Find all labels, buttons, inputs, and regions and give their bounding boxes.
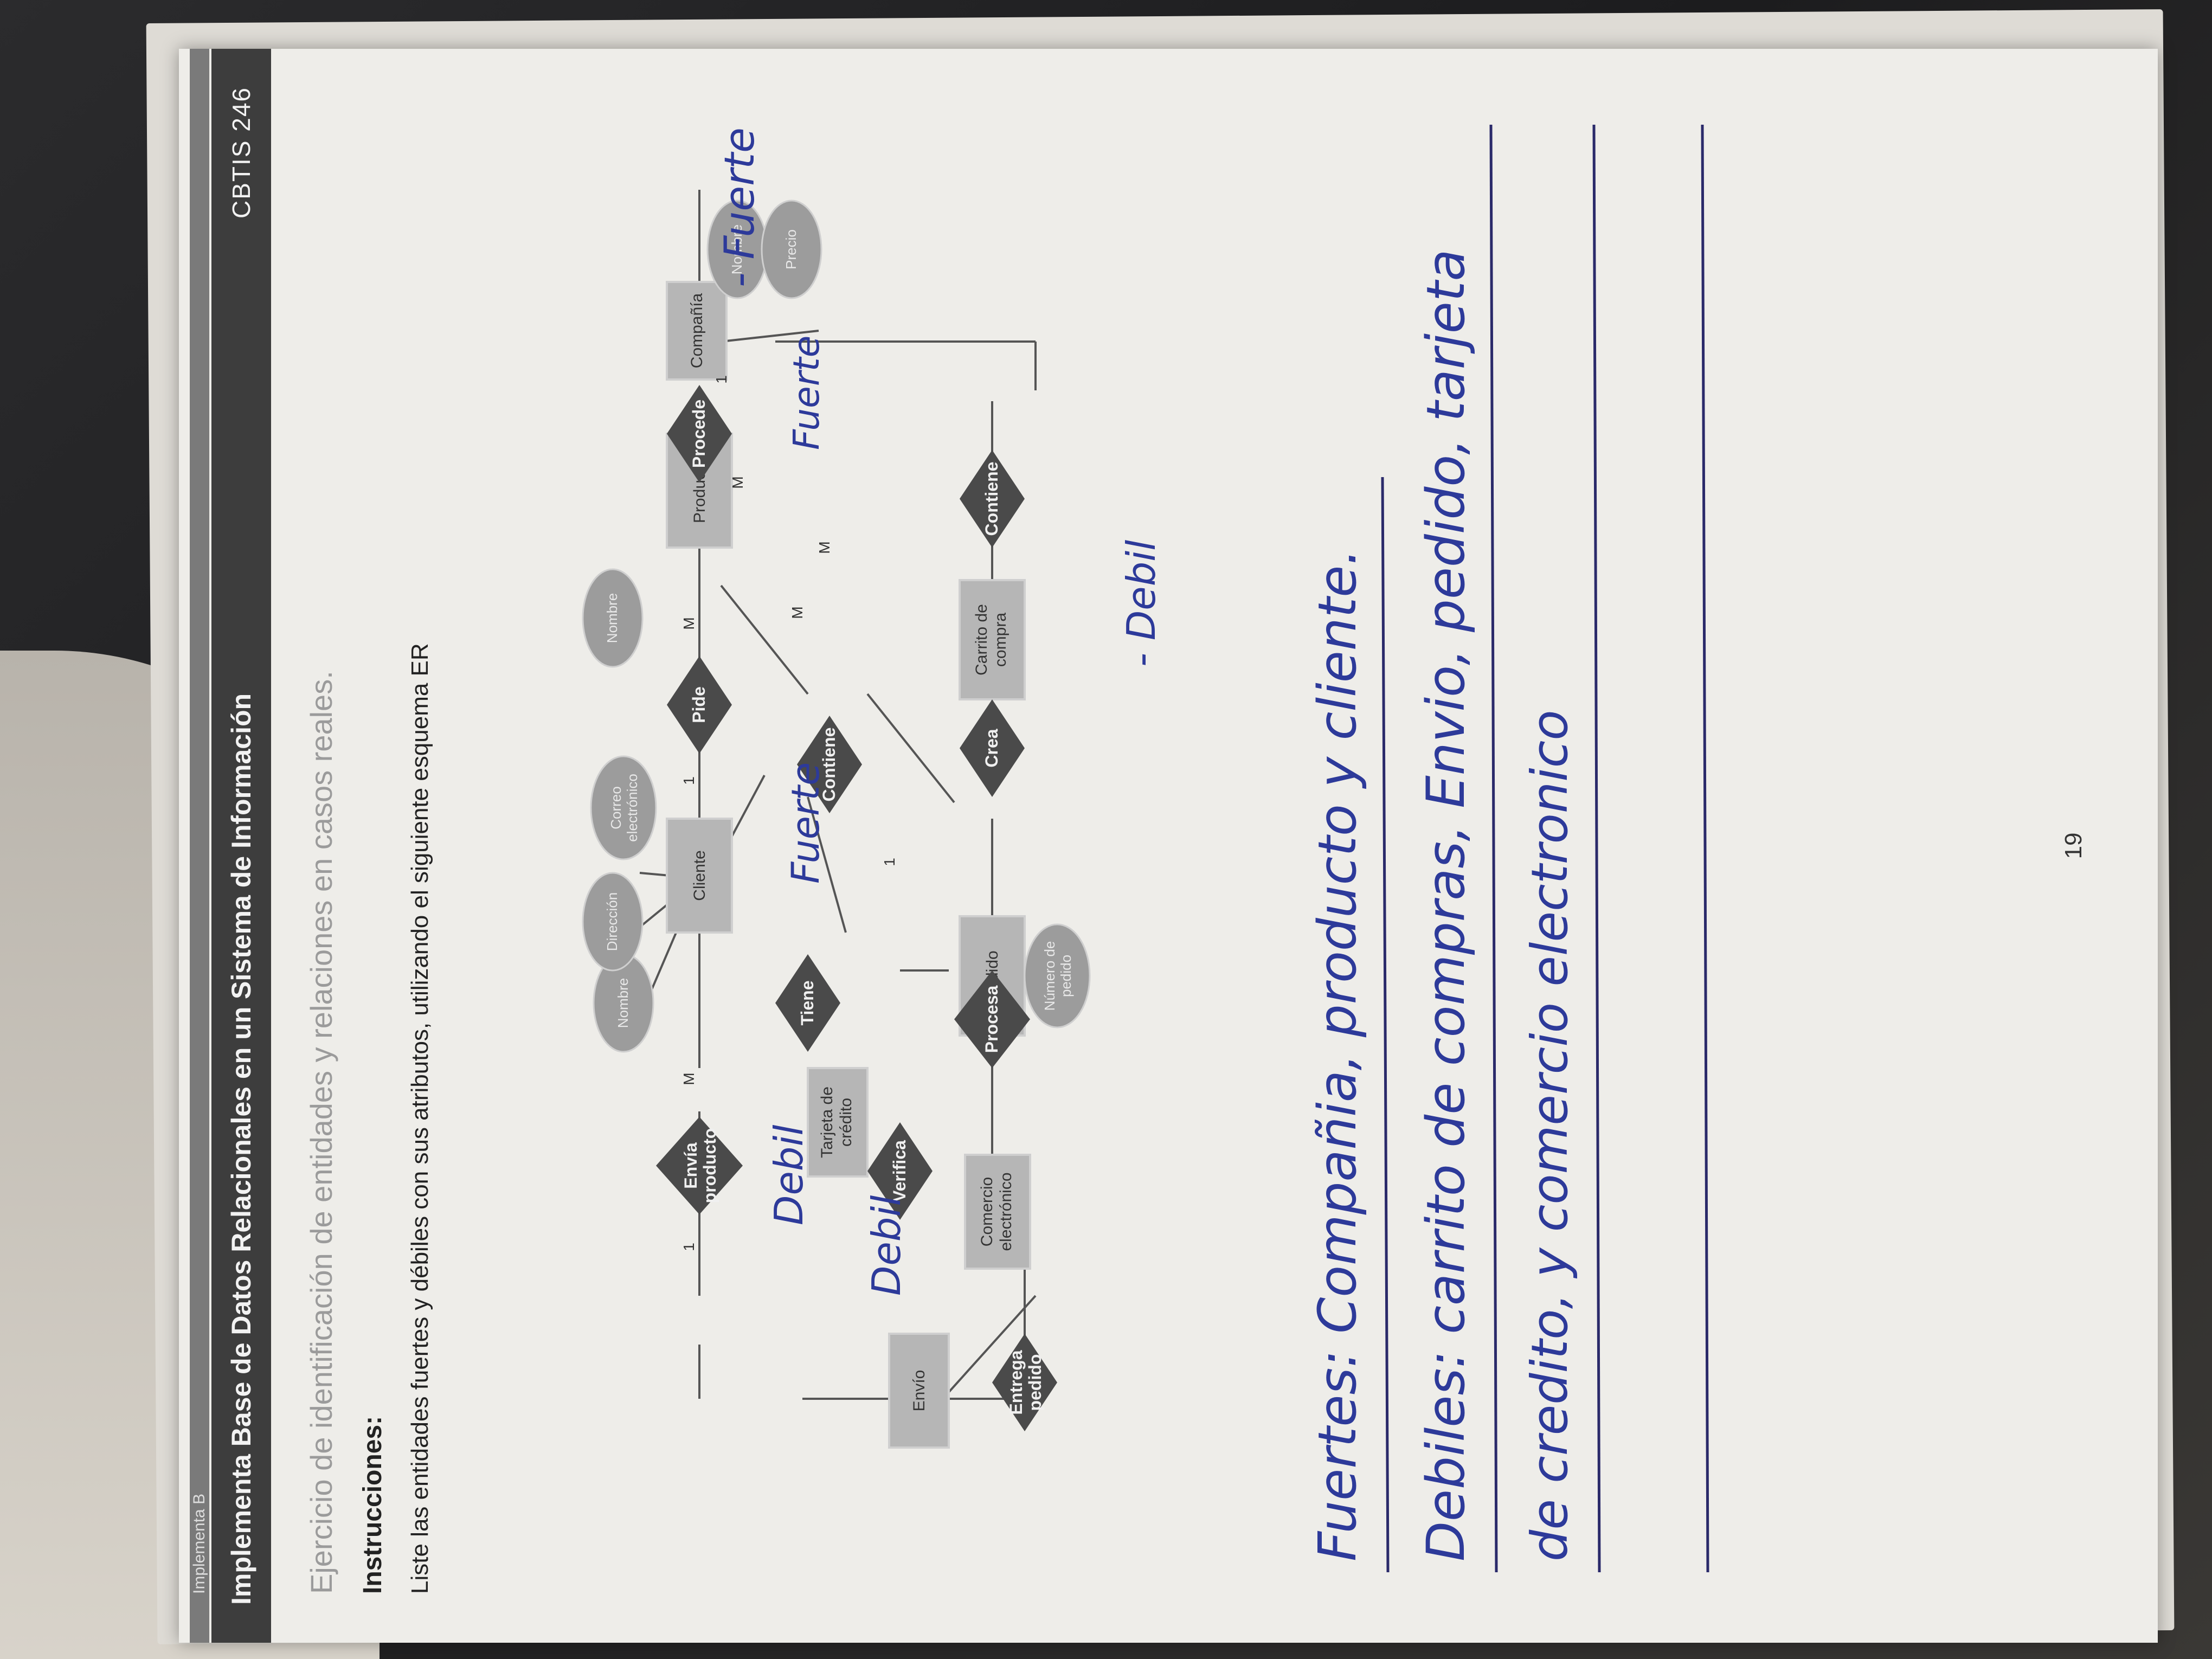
svg-text:Contiene: Contiene <box>819 728 839 802</box>
svg-text:Número de: Número de <box>1041 941 1058 1011</box>
svg-text:Cliente: Cliente <box>691 850 709 901</box>
svg-text:compra: compra <box>992 613 1009 667</box>
handwritten-debiles-answer: Debiles: carrito de compras, Envio, pedi… <box>1416 249 1476 1561</box>
svg-text:Comercio: Comercio <box>978 1177 996 1246</box>
answer-rule-4 <box>1701 124 1709 1573</box>
attribute-correo-electronico: Correo electrónico <box>590 755 657 860</box>
cardinality-label: M <box>729 476 746 488</box>
attribute-precio: Precio <box>761 200 822 299</box>
attribute-nombre-cliente: Nombre <box>593 953 654 1053</box>
svg-text:Pide: Pide <box>689 686 709 723</box>
svg-text:producto: producto <box>700 1128 719 1204</box>
svg-text:pedido: pedido <box>1058 955 1074 997</box>
entity-envio: Envío <box>888 1333 950 1449</box>
relationship-crea: Crea <box>960 699 1025 797</box>
rotated-content: Implementa B Implementa Base de Datos Re… <box>179 49 2158 1643</box>
handwritten-debiles-answer-cont: de credito, y comercio electronico <box>1521 710 1579 1561</box>
cardinality-label: M <box>680 617 697 629</box>
handwritten-debil-tarjeta: Debil <box>864 1195 909 1296</box>
handwritten-fuerte-compania: - Fuerte <box>715 127 763 287</box>
handwritten-debil-envio: Debil <box>766 1125 812 1225</box>
svg-text:Contiene: Contiene <box>982 462 1001 536</box>
svg-text:Carrito de: Carrito de <box>973 604 991 676</box>
cardinality-label: 1 <box>680 776 697 785</box>
cardinality-label: M <box>680 1072 697 1085</box>
svg-text:Envía: Envía <box>681 1142 700 1189</box>
page-number: 19 <box>2060 832 2087 859</box>
cardinality-label: 1 <box>881 858 898 866</box>
er-diagram: Envío Cliente Producto Compañía Tarjeta … <box>582 124 1709 1573</box>
svg-text:Precio: Precio <box>783 229 799 269</box>
svg-text:electrónico: electrónico <box>997 1172 1015 1251</box>
svg-text:Tarjeta de: Tarjeta de <box>818 1086 836 1158</box>
answer-rule-3 <box>1592 124 1601 1573</box>
worksheet-page: Implementa B Implementa Base de Datos Re… <box>179 49 2158 1643</box>
svg-text:Crea: Crea <box>982 729 1001 767</box>
relationship-contiene-carrito: Contiene <box>960 450 1025 548</box>
handwritten-fuertes-answer: Fuertes: Compañia, producto y cliente. <box>1307 549 1368 1561</box>
entity-comercio-electronico: Comercio electrónico <box>964 1154 1031 1270</box>
entity-tarjeta-credito: Tarjeta de crédito <box>807 1067 869 1178</box>
svg-text:Nombre: Nombre <box>615 978 631 1028</box>
svg-text:electrónico: electrónico <box>624 774 640 842</box>
relationship-procesa: Procesa <box>954 970 1030 1068</box>
relationship-procede: Procede <box>667 385 732 483</box>
svg-text:Entrega: Entrega <box>1006 1350 1026 1414</box>
svg-text:Compañía: Compañía <box>688 293 706 368</box>
relationship-contiene-pedido: Contiene <box>797 716 862 813</box>
cardinality-label: M <box>789 606 806 619</box>
attribute-numero-pedido: Número de pedido <box>1024 923 1091 1028</box>
handwritten-fuerte-cliente: Fuerte <box>783 762 828 884</box>
cardinality-label: 1 <box>713 375 730 384</box>
entity-compania: Compañía <box>666 281 728 381</box>
relationship-entrega-pedido: Entrega pedido <box>992 1334 1057 1431</box>
svg-text:Dirección: Dirección <box>604 892 620 951</box>
svg-text:Envío: Envío <box>910 1370 928 1412</box>
svg-text:pedido: pedido <box>1025 1354 1045 1411</box>
relationship-verifica: Verifica <box>867 1122 933 1220</box>
attribute-nombre-compania: Nombre <box>582 568 644 668</box>
svg-text:Tiene: Tiene <box>798 981 817 1026</box>
handwritten-fuerte-producto: Fuerte <box>786 336 827 450</box>
cardinality-label: M <box>816 541 833 554</box>
svg-text:Nombre: Nombre <box>604 593 620 643</box>
relationship-tiene: Tiene <box>775 954 840 1052</box>
svg-text:crédito: crédito <box>837 1098 855 1147</box>
cardinality-label: 1 <box>680 1243 697 1251</box>
svg-text:Procesa: Procesa <box>982 986 1001 1053</box>
svg-text:Procede: Procede <box>689 400 709 468</box>
entity-carrito-compra: Carrito de compra <box>959 579 1026 700</box>
svg-text:Verifica: Verifica <box>890 1140 909 1202</box>
handwritten-debil-carrito: - Debil <box>1118 540 1164 667</box>
svg-text:Nombre: Nombre <box>729 224 745 274</box>
entity-cliente: Cliente <box>666 818 733 934</box>
relationship-pide: Pide <box>667 656 732 754</box>
answer-rule-2 <box>1489 124 1498 1573</box>
attribute-direccion: Dirección <box>582 872 644 972</box>
relationship-envia-producto: Envía producto <box>656 1117 743 1214</box>
svg-text:Correo: Correo <box>608 786 624 829</box>
answer-rule-1 <box>1381 477 1390 1573</box>
